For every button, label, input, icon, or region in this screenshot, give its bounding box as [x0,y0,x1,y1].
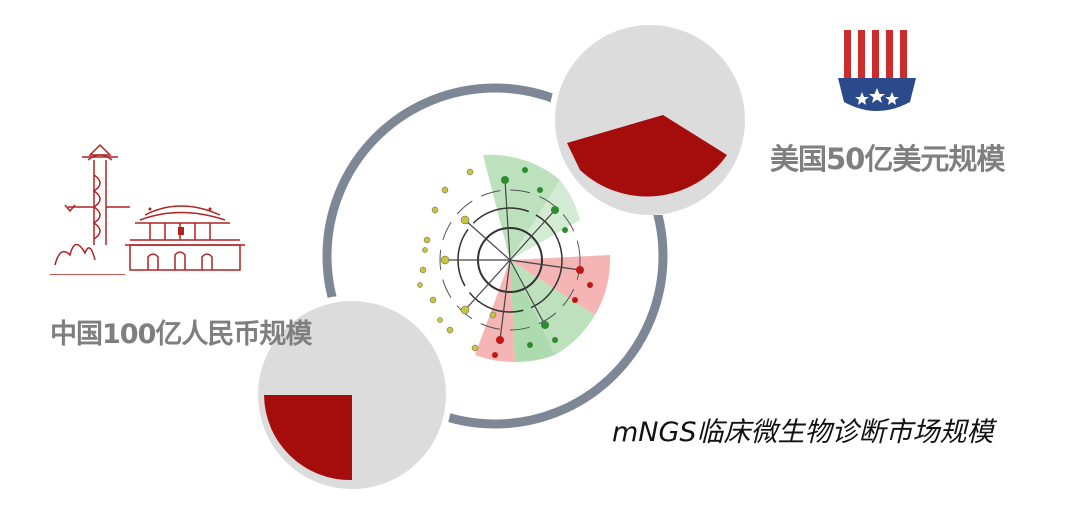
main-title: mNGS临床微生物诊断市场规模 [612,417,994,448]
cn-market-pie [252,295,452,495]
phylogenetic-tree-image [417,154,611,363]
us-market-pie [549,25,751,215]
us-flag-icon [838,30,916,111]
us-market-label: 美国50亿美元规模 [770,142,1005,176]
cn-market-label: 中国100亿人民币规模 [50,319,312,350]
tiananmen-icon [50,143,245,275]
